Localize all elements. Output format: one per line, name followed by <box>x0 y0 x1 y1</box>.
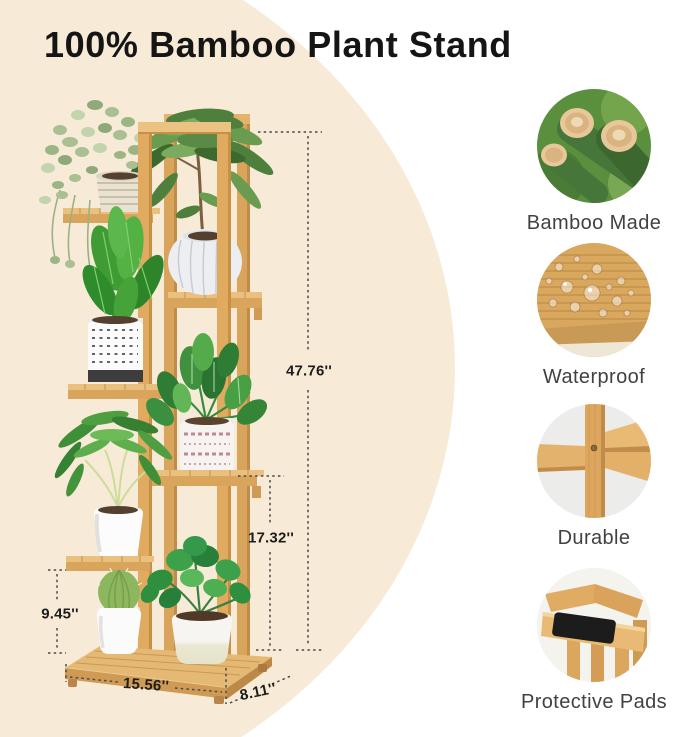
tier3-shelf-and-plant <box>68 206 178 399</box>
tier3-plant-foliage <box>82 206 164 324</box>
feature-item-bamboo-made: Bamboo Made <box>527 89 661 235</box>
tier1-woven-pot <box>96 171 144 212</box>
base-width-line <box>69 676 223 693</box>
feature-image-durable <box>537 404 651 518</box>
bamboo-joint-screw-icon <box>537 404 651 518</box>
tier5-white-pot <box>94 506 143 558</box>
dimension-lines <box>48 131 322 704</box>
page-title: 100% Bamboo Plant Stand <box>44 24 512 65</box>
feature-label: Durable <box>557 527 631 549</box>
tier1-ivy-foliage <box>39 100 148 274</box>
feature-item-durable: Durable <box>533 404 655 550</box>
dimension-label-total-height: 47.76'' <box>285 362 333 380</box>
feature-image-bamboo-made <box>537 89 651 203</box>
dimension-label-base-width: 15.56'' <box>122 674 170 696</box>
feature-image-waterproof <box>537 243 651 357</box>
dimension-label-upper-section: 17.32'' <box>247 529 295 547</box>
tier5-plant-foliage <box>54 410 173 509</box>
feature-label: Waterproof <box>542 366 646 388</box>
tier4-plant-foliage <box>146 333 268 426</box>
base-depth-line <box>229 674 294 704</box>
water-droplets-icon <box>537 243 651 357</box>
tier3-dotted-pot <box>88 316 143 382</box>
tier5-shelf-and-plant <box>54 410 173 571</box>
feature-image-protective-pads <box>537 568 651 682</box>
bamboo-poles-icon <box>537 89 651 203</box>
base-cactus <box>93 567 145 654</box>
tier4-shelf-and-plant <box>146 333 268 498</box>
feature-label: Bamboo Made <box>526 212 662 234</box>
feature-label: Protective Pads <box>520 691 668 713</box>
black-foot-pad-icon <box>537 568 651 682</box>
dimension-label-lower-section: 9.45'' <box>41 605 79 623</box>
feature-item-waterproof: Waterproof <box>533 243 655 389</box>
tier2-plant-foliage <box>130 108 274 219</box>
feature-item-protective-pads: Protective Pads <box>521 568 667 714</box>
tier4-pink-pot <box>180 417 234 474</box>
base-pothos <box>140 535 251 664</box>
